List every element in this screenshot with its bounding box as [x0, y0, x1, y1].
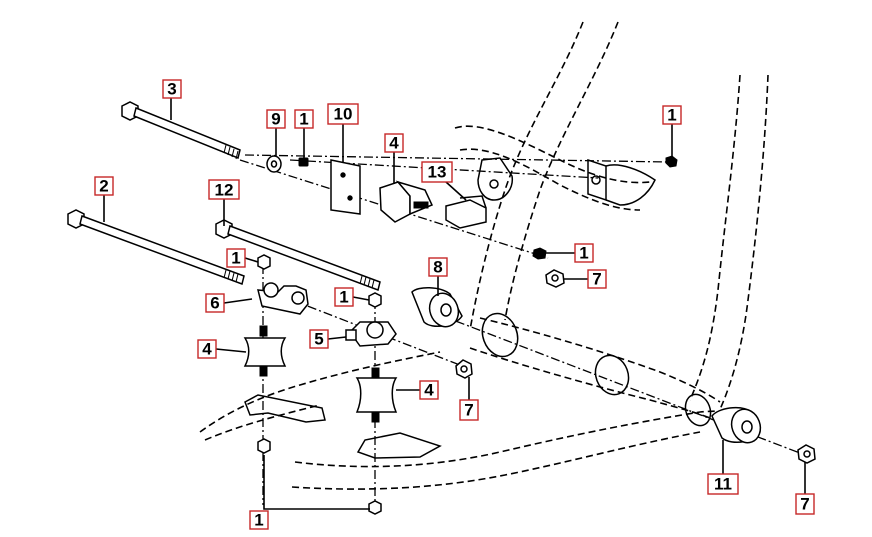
callout-7a-label: 7 [592, 270, 601, 289]
callout-5-label: 5 [314, 330, 323, 349]
callout-12-label: 12 [215, 181, 234, 200]
callout-7c-label: 7 [800, 495, 809, 514]
long-bolt-3 [121, 101, 241, 160]
callout-2-label: 2 [99, 177, 108, 196]
rubber-mount-4-top [379, 180, 434, 223]
long-bolt-2 [67, 209, 245, 285]
bracket-6 [257, 282, 309, 315]
callout-10-label: 10 [334, 105, 353, 124]
callout-1c-label: 1 [231, 249, 240, 268]
nut-7-middle [455, 359, 473, 379]
washer-9 [266, 155, 282, 173]
callout-7c: 7 [795, 493, 815, 515]
rubber-mount-4-lower [355, 367, 398, 423]
callout-1e-label: 1 [667, 106, 676, 125]
nut-1-bracket6 [257, 254, 271, 270]
callout-1d-label: 1 [339, 288, 348, 307]
nut-1-bottom [368, 500, 382, 515]
callout-1e: 1 [662, 105, 682, 125]
callout-9-label: 9 [271, 110, 280, 129]
callout-7a: 7 [587, 269, 607, 289]
bracket-13 [445, 195, 487, 229]
callout-4a-label: 4 [389, 134, 399, 153]
callout-10: 10 [327, 103, 359, 125]
callout-7b-label: 7 [464, 401, 473, 420]
callout-4c: 4 [419, 380, 439, 400]
callout-7b: 7 [459, 399, 479, 421]
callout-1d: 1 [334, 287, 354, 307]
callout-13-label: 13 [428, 163, 447, 182]
callout-8: 8 [428, 257, 448, 277]
callout-12: 12 [208, 179, 240, 200]
nut-1-lower-left [257, 438, 271, 454]
callout-1a: 1 [294, 109, 314, 129]
nut-1-right [665, 155, 678, 168]
callout-2: 2 [94, 176, 114, 196]
callout-1f: 1 [249, 510, 269, 530]
callout-3: 3 [162, 79, 182, 99]
callout-4b-label: 4 [202, 340, 212, 359]
nut-7-right [797, 444, 816, 464]
mounting-plate-10 [330, 159, 361, 215]
callout-3-label: 3 [167, 80, 176, 99]
callout-6: 6 [205, 293, 225, 313]
callout-4b: 4 [197, 339, 217, 359]
nut-1-top [298, 157, 309, 167]
bracket-5 [345, 321, 397, 347]
nut-1-mid [532, 247, 547, 260]
long-bolt-12 [215, 219, 381, 291]
callout-8-label: 8 [433, 258, 442, 277]
callout-4a: 4 [384, 133, 404, 153]
callout-1c: 1 [226, 248, 246, 268]
nut-1-bracket5 [368, 292, 382, 308]
callout-leaders [103, 98, 806, 510]
nut-7-upper [545, 269, 565, 288]
callout-9: 9 [266, 109, 286, 129]
rubber-mount-4-left [243, 325, 287, 377]
callout-1a-label: 1 [299, 110, 308, 129]
callout-13: 13 [421, 161, 453, 183]
callout-6-label: 6 [210, 294, 219, 313]
callout-1f-label: 1 [254, 511, 263, 530]
callout-1b: 1 [574, 243, 594, 263]
bushing-8 [411, 287, 463, 328]
callout-11: 11 [707, 473, 739, 495]
bushing-11 [711, 406, 762, 444]
callout-1b-label: 1 [579, 244, 588, 263]
callout-5: 5 [309, 329, 329, 349]
callout-4c-label: 4 [424, 381, 434, 400]
callout-11-label: 11 [714, 475, 732, 494]
